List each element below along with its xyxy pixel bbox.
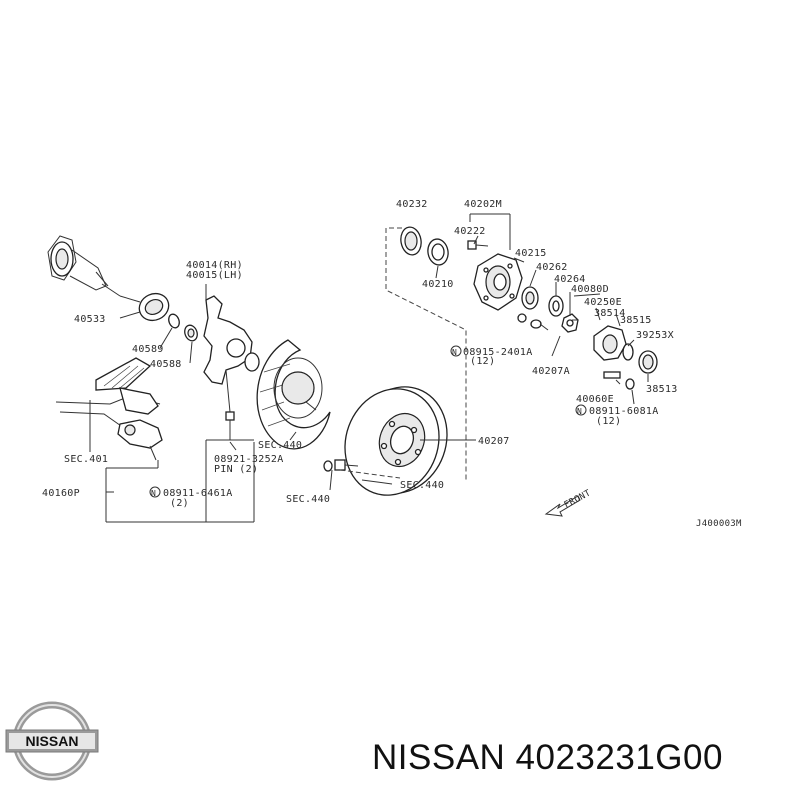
front-arrow xyxy=(544,495,581,517)
label-38515: 38515 xyxy=(620,315,652,326)
dashed-boundary xyxy=(339,227,467,480)
label-sec401: SEC.401 xyxy=(64,454,108,465)
ring-40589-drawing xyxy=(168,313,198,342)
label-08911a: 08911-6461A xyxy=(163,488,233,499)
washer-08915-drawing xyxy=(517,313,549,331)
label-pin: PIN (2) xyxy=(214,464,258,475)
label-40160p: 40160P xyxy=(42,488,80,499)
washer-40262-drawing xyxy=(548,295,564,317)
stud-40060e-drawing xyxy=(603,371,635,390)
label-40015: 40015(LH) xyxy=(186,270,243,281)
label-40207a: 40207A xyxy=(532,366,570,377)
label-40202m: 40202M xyxy=(464,199,502,210)
label-08911a-n: N xyxy=(151,489,156,498)
label-08911b-n: N xyxy=(577,407,582,416)
label-reference-code: J400003M xyxy=(696,519,742,529)
knuckle-drawing xyxy=(203,284,260,421)
label-40533: 40533 xyxy=(74,314,106,325)
label-40080d: 40080D xyxy=(571,284,609,295)
label-40589: 40589 xyxy=(132,344,164,355)
svg-text:NISSAN: NISSAN xyxy=(26,733,79,749)
hub-bolt-drawing xyxy=(467,240,489,250)
leader-lines xyxy=(89,213,649,523)
label-sec440-b: SEC.440 xyxy=(286,494,330,505)
label-sec440-a: SEC.440 xyxy=(258,440,302,451)
seal-40232-drawing xyxy=(400,226,422,256)
drive-shaft-drawing xyxy=(47,235,121,297)
label-38513: 38513 xyxy=(646,384,678,395)
label-08911b: 08911-6081A xyxy=(589,406,659,417)
brake-rotor-drawing xyxy=(344,386,448,496)
label-08911b-qty: (12) xyxy=(596,416,621,427)
dust-shield-drawing xyxy=(256,339,331,450)
label-40060e: 40060E xyxy=(576,394,614,405)
label-40250e: 40250E xyxy=(584,297,622,308)
hub-drawing xyxy=(473,253,523,311)
part-title: NISSAN 4023231G00 xyxy=(372,738,723,777)
label-08921: 08921-3252A xyxy=(214,454,284,465)
bearing-40215-drawing xyxy=(521,286,539,310)
label-40232: 40232 xyxy=(396,199,428,210)
label-40264: 40264 xyxy=(554,274,586,285)
label-40215: 40215 xyxy=(515,248,547,259)
label-40588: 40588 xyxy=(150,359,182,370)
lower-arm-drawing xyxy=(55,357,163,461)
label-40210: 40210 xyxy=(422,279,454,290)
part-labels: 40232 40202M 40222 40210 40215 40262 402… xyxy=(42,199,742,529)
label-40222: 40222 xyxy=(454,226,486,237)
label-front: FRONT xyxy=(563,488,593,510)
label-40262: 40262 xyxy=(536,262,568,273)
hub-cap-drawing xyxy=(593,325,658,374)
label-sec440-c: SEC.440 xyxy=(400,480,444,491)
label-40207: 40207 xyxy=(478,436,510,447)
label-08915-qty: (12) xyxy=(470,356,495,367)
label-08915-n: N xyxy=(452,348,457,357)
label-40014: 40014(RH) xyxy=(186,260,243,271)
seal-40533-drawing xyxy=(119,292,170,322)
nissan-logo: NISSAN xyxy=(5,701,99,781)
nut-40264-drawing xyxy=(561,313,579,333)
label-39253x: 39253X xyxy=(636,330,674,341)
label-08911a-qty: (2) xyxy=(170,498,189,509)
bearing-40210-drawing xyxy=(427,238,449,266)
label-08915: 08915-2401A xyxy=(463,347,533,358)
label-38514: 38514 xyxy=(594,308,626,319)
